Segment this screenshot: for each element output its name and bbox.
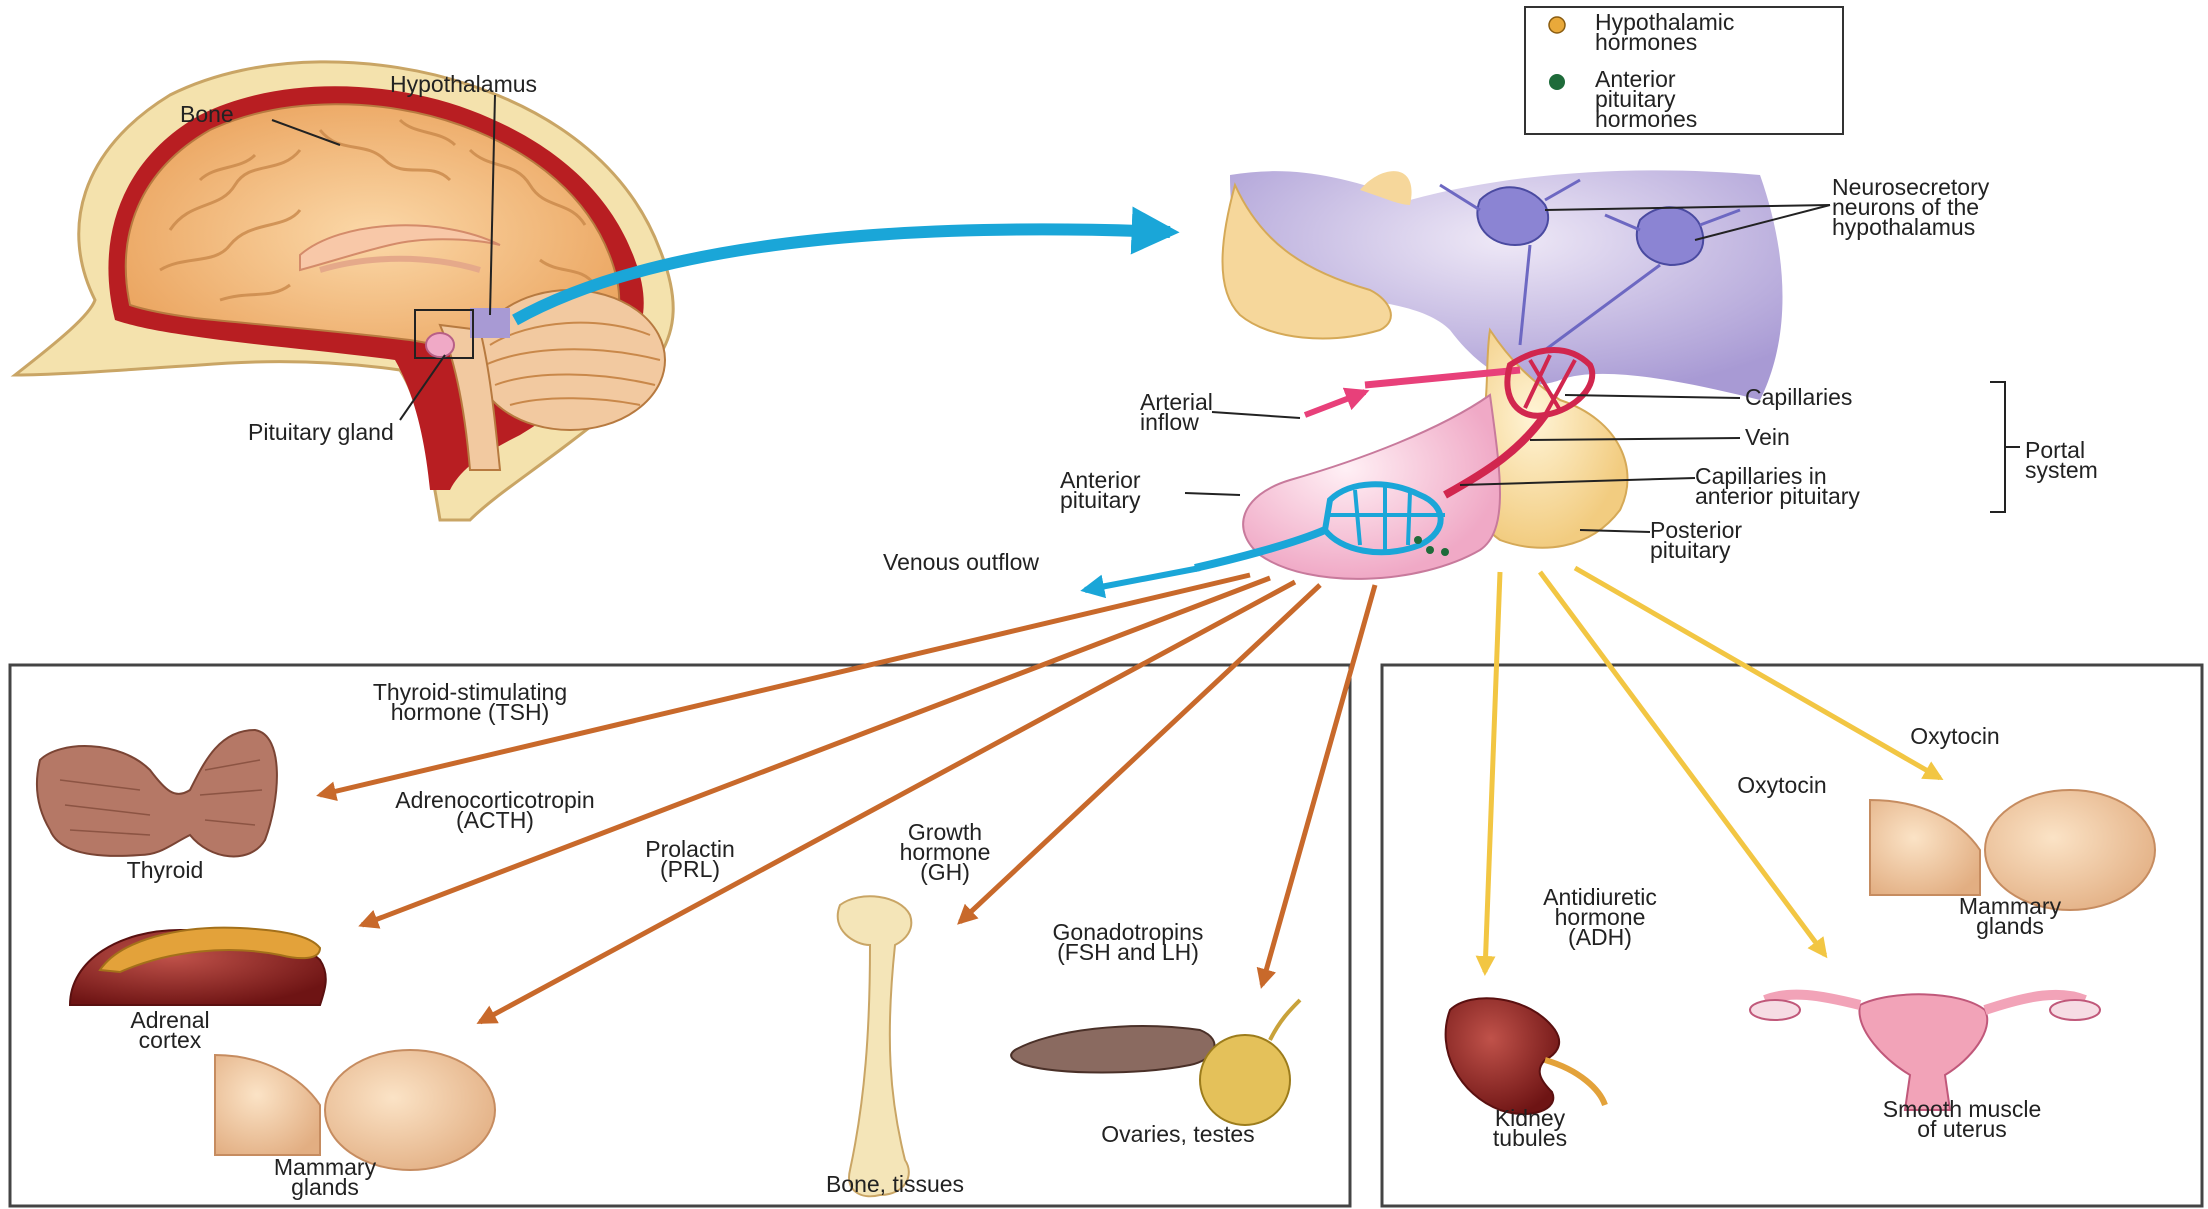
label-oxytocin-2: Oxytocin bbox=[1737, 772, 1826, 798]
legend-hypothalamic-swatch bbox=[1549, 17, 1565, 33]
label-prolactin: Prolactin(PRL) bbox=[645, 836, 734, 882]
label-thyroid: Thyroid bbox=[127, 857, 204, 883]
label-hypothalamus: Hypothalamus bbox=[390, 71, 537, 97]
label-vein: Vein bbox=[1745, 424, 1790, 450]
label-bone-tissues: Bone, tissues bbox=[826, 1171, 964, 1197]
uterus-illustration bbox=[1750, 994, 2100, 1110]
ovary-testis-illustration bbox=[1011, 1000, 1300, 1125]
label-acth: Adrenocorticotropin(ACTH) bbox=[395, 787, 594, 833]
mammary-right-illustration bbox=[1870, 790, 2155, 910]
label-bone: Bone bbox=[180, 101, 234, 127]
mammary-left-illustration bbox=[215, 1050, 495, 1170]
thyroid-illustration bbox=[37, 730, 277, 856]
posterior-hormone-arrows bbox=[1485, 568, 1940, 972]
adrenal-illustration bbox=[70, 928, 326, 1005]
legend-anterior-swatch bbox=[1549, 74, 1565, 90]
label-venous-outflow: Venous outflow bbox=[883, 549, 1039, 575]
kidney-illustration bbox=[1446, 998, 1605, 1114]
label-gonadotropins: Gonadotropins(FSH and LH) bbox=[1053, 919, 1204, 965]
label-capillaries: Capillaries bbox=[1745, 384, 1852, 410]
label-ovaries-testes: Ovaries, testes bbox=[1101, 1121, 1254, 1147]
label-pituitary-gland: Pituitary gland bbox=[248, 419, 394, 445]
label-oxytocin-1: Oxytocin bbox=[1910, 723, 1999, 749]
bone-illustration bbox=[838, 896, 912, 1196]
